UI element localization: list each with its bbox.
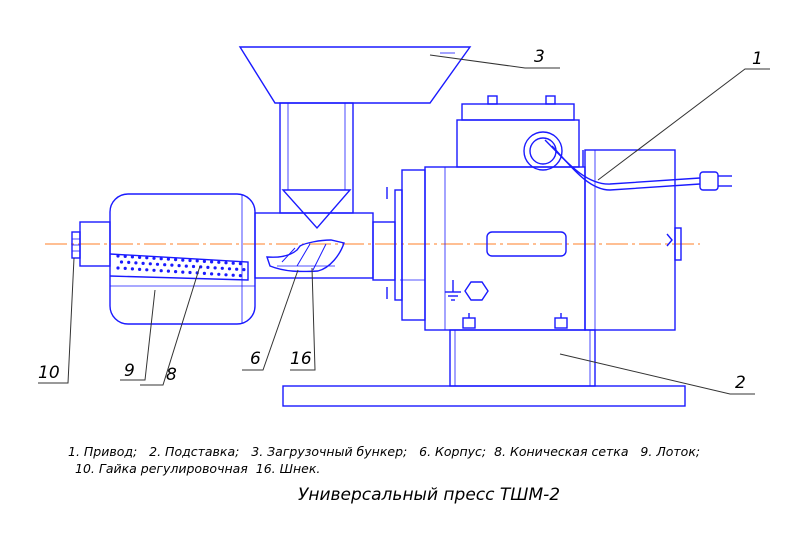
screen-hole — [174, 270, 178, 274]
screen-hole — [152, 256, 156, 260]
leader-lines — [38, 54, 770, 395]
screen-hole — [127, 260, 131, 264]
screen-hole — [238, 274, 242, 278]
hex-nut-icon — [464, 281, 489, 301]
screen-hole — [188, 258, 192, 263]
screen-hole — [181, 270, 185, 274]
screen-hole — [138, 255, 142, 259]
screen-hole — [116, 266, 120, 270]
screen-hole — [166, 257, 170, 261]
screen-hole — [152, 268, 156, 272]
screen-hole — [155, 262, 160, 266]
screen-hole — [213, 266, 217, 270]
screen-hole — [184, 264, 188, 268]
screen-hole — [123, 254, 127, 258]
screen-hole — [170, 263, 174, 267]
screen-hole — [116, 254, 120, 258]
screen-hole — [227, 267, 232, 271]
screen-hole — [220, 266, 224, 270]
base-plate — [282, 385, 686, 407]
screen-hole — [224, 273, 228, 277]
screen-hole — [181, 258, 185, 262]
screen-hole — [174, 258, 178, 262]
drawing-title: Универсальный пресс ТШМ-2 — [298, 485, 560, 505]
callout-16: 16 — [290, 349, 312, 369]
screen-hole — [163, 263, 167, 267]
callout-1: 1 — [752, 49, 763, 69]
callout-3: 3 — [534, 47, 545, 67]
screen-hole — [235, 267, 239, 271]
power-cable — [523, 131, 701, 191]
screen-hole — [177, 264, 181, 268]
auger-screw — [266, 239, 345, 273]
ground-symbol-icon — [445, 280, 461, 301]
screen-hole — [242, 268, 246, 272]
screen-hole — [224, 261, 228, 265]
screen-hole — [141, 261, 145, 265]
callout-10: 10 — [38, 363, 60, 383]
screen-hole — [119, 260, 124, 264]
legend-line-2: 10. Гайка регулировочная 16. Шнек. — [75, 461, 320, 476]
legend-line-1: 1. Привод; 2. Подставка; 3. Загрузочный … — [68, 444, 700, 459]
screen-hole — [217, 260, 221, 264]
screen-hole — [195, 259, 199, 263]
screen-hole — [231, 273, 235, 277]
screen-hole — [138, 267, 142, 271]
screen-hole — [130, 267, 134, 271]
drawing-lines — [71, 46, 732, 407]
screen-hole — [130, 255, 134, 259]
callout-2: 2 — [735, 373, 746, 393]
screen-hole — [202, 259, 206, 263]
motor-flange — [386, 169, 426, 321]
motor-foot-bolts — [462, 313, 568, 329]
callout-8: 8 — [166, 365, 177, 385]
drive-motor — [424, 95, 682, 331]
screen-hole — [134, 261, 138, 265]
screen-hole — [238, 262, 242, 266]
screen-hole — [191, 264, 196, 269]
loading-hopper — [238, 46, 472, 230]
screen-hole — [145, 256, 149, 260]
screen-hole — [159, 257, 163, 261]
adjusting-nut — [71, 221, 111, 267]
conical-screen-holes — [116, 254, 246, 278]
callout-6: 6 — [250, 349, 261, 369]
screen-hole — [210, 260, 214, 264]
screen-hole — [217, 272, 221, 276]
power-plug-icon — [699, 171, 732, 191]
screen-hole — [202, 271, 206, 275]
screen-hole — [148, 262, 152, 266]
screen-hole — [188, 270, 192, 275]
callout-9: 9 — [124, 361, 135, 381]
stand-block — [449, 329, 596, 387]
screen-hole — [123, 266, 127, 270]
screen-hole — [166, 269, 170, 273]
screen-hole — [210, 272, 214, 276]
screen-hole — [159, 269, 163, 273]
screen-hole — [206, 265, 210, 269]
screen-hole — [145, 268, 149, 272]
screen-hole — [231, 261, 235, 265]
